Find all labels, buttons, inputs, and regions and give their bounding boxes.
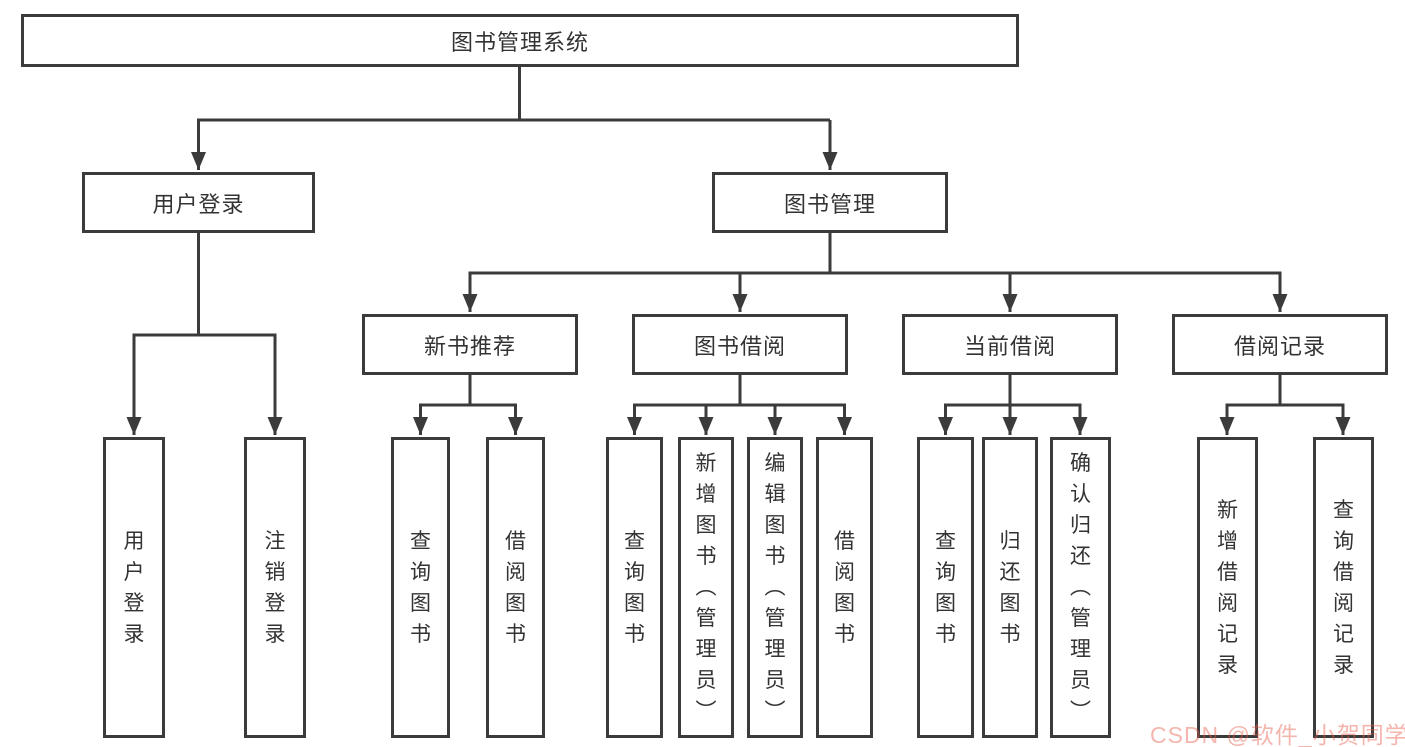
- node-current-borrowing: 当前借阅: [902, 314, 1118, 375]
- leaf-label: 新增图书︵管理员︶: [695, 452, 717, 723]
- node-library-system-root: 图书管理系统: [21, 14, 1019, 67]
- node-book-borrowing: 图书借阅: [632, 314, 848, 375]
- leaf-label: 查询图书: [410, 529, 431, 646]
- leaf-query-borrow-record: 查询借阅记录: [1313, 437, 1374, 738]
- leaf-label: 归还图书: [999, 529, 1021, 646]
- leaf-label: 借阅图书: [834, 529, 855, 646]
- node-borrow-records: 借阅记录: [1172, 314, 1388, 375]
- watermark: CSDN @软件_小贺同学: [1150, 722, 1405, 747]
- leaf-label: 查询图书: [624, 529, 645, 646]
- node-user-login: 用户登录: [82, 172, 315, 233]
- leaf-query-books-current: 查询图书: [917, 437, 974, 738]
- leaf-label: 用户登录: [123, 529, 145, 646]
- leaf-label: 注销登录: [264, 529, 286, 646]
- leaf-borrow-books-newbooks: 借阅图书: [486, 437, 545, 738]
- leaf-borrow-books-borrow: 借阅图书: [816, 437, 873, 738]
- leaf-label: 查询图书: [935, 529, 956, 646]
- leaf-logout: 注销登录: [244, 437, 306, 738]
- leaf-label: 确认归还︵管理员︶: [1070, 452, 1091, 723]
- leaf-edit-books-admin: 编辑图书︵管理员︶: [747, 437, 803, 738]
- leaf-label: 查询借阅记录: [1333, 498, 1354, 677]
- leaf-label: 借阅图书: [505, 529, 526, 646]
- leaf-confirm-return-admin: 确认归还︵管理员︶: [1050, 437, 1111, 738]
- leaf-query-books-newbooks: 查询图书: [391, 437, 450, 738]
- leaf-label: 新增借阅记录: [1217, 498, 1238, 677]
- leaf-label: 编辑图书︵管理员︶: [764, 452, 786, 723]
- leaf-add-borrow-record: 新增借阅记录: [1197, 437, 1258, 738]
- leaf-user-login: 用户登录: [103, 437, 165, 738]
- leaf-query-books-borrow: 查询图书: [606, 437, 663, 738]
- node-book-management: 图书管理: [712, 172, 948, 233]
- leaf-add-books-admin: 新增图书︵管理员︶: [678, 437, 734, 738]
- node-new-book-recommend: 新书推荐: [362, 314, 578, 375]
- leaf-return-books: 归还图书: [982, 437, 1038, 738]
